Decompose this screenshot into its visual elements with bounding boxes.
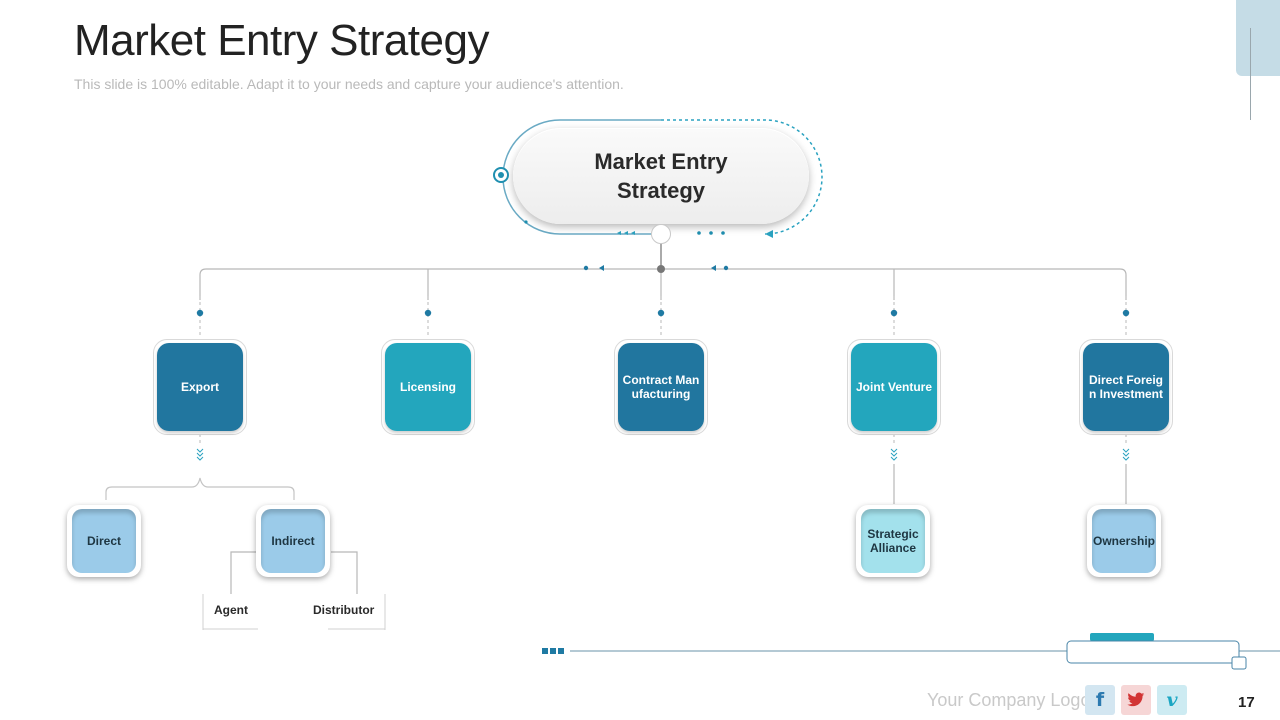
branch-label: Licensing xyxy=(399,380,456,394)
branch-card: Direct Foreign Investment xyxy=(1083,343,1169,431)
leaf-agent: Agent xyxy=(214,603,248,617)
branch-label: Direct Foreign Investment xyxy=(1088,373,1163,401)
branch-label: Contract Manufacturing xyxy=(622,373,700,401)
sub-node-strategic-alliance: Strategic Alliance xyxy=(856,505,930,577)
vimeo-icon[interactable]: v xyxy=(1157,685,1187,715)
slide-title: Market Entry Strategy xyxy=(74,16,489,65)
branch-card: Export xyxy=(157,343,243,431)
branch-licensing: Licensing xyxy=(381,339,475,435)
sub-node-label: Ownership xyxy=(1093,534,1156,548)
sub-card: Strategic Alliance xyxy=(861,509,925,573)
branch-card: Licensing xyxy=(385,343,471,431)
branch-export: Export xyxy=(153,339,247,435)
root-node: Market Entry Strategy xyxy=(513,128,809,224)
sub-card: Indirect xyxy=(261,509,325,573)
page-number: 17 xyxy=(1238,694,1255,711)
branch-contract-manufacturing: Contract Manufacturing xyxy=(614,339,708,435)
root-node-label: Market Entry Strategy xyxy=(594,149,728,203)
facebook-icon[interactable]: f xyxy=(1085,685,1115,715)
twitter-bird-glyph xyxy=(1127,692,1145,707)
sub-node-label: Strategic Alliance xyxy=(867,527,919,555)
sub-node-indirect: Indirect xyxy=(256,505,330,577)
root-connector-circle xyxy=(651,224,671,244)
branch-card: Contract Manufacturing xyxy=(618,343,704,431)
slide-subtitle: This slide is 100% editable. Adapt it to… xyxy=(74,76,624,92)
company-logo-text: Your Company Logo xyxy=(927,690,1091,710)
leaf-distributor: Distributor xyxy=(313,603,375,617)
sub-node-direct: Direct xyxy=(67,505,141,577)
branch-label: Joint Venture xyxy=(855,380,932,394)
twitter-icon[interactable] xyxy=(1121,685,1151,715)
sub-card: Direct xyxy=(72,509,136,573)
corner-line xyxy=(1250,28,1251,120)
sub-node-ownership: Ownership xyxy=(1087,505,1161,577)
sub-node-label: Direct xyxy=(86,534,121,548)
root-knob-icon xyxy=(493,167,509,183)
branch-label: Export xyxy=(180,380,219,394)
sub-card: Ownership xyxy=(1092,509,1156,573)
corner-decoration xyxy=(1236,0,1280,76)
branch-joint-venture: Joint Venture xyxy=(847,339,941,435)
branch-card: Joint Venture xyxy=(851,343,937,431)
branch-direct-foreign-investment: Direct Foreign Investment xyxy=(1079,339,1173,435)
sub-node-label: Indirect xyxy=(271,534,315,548)
